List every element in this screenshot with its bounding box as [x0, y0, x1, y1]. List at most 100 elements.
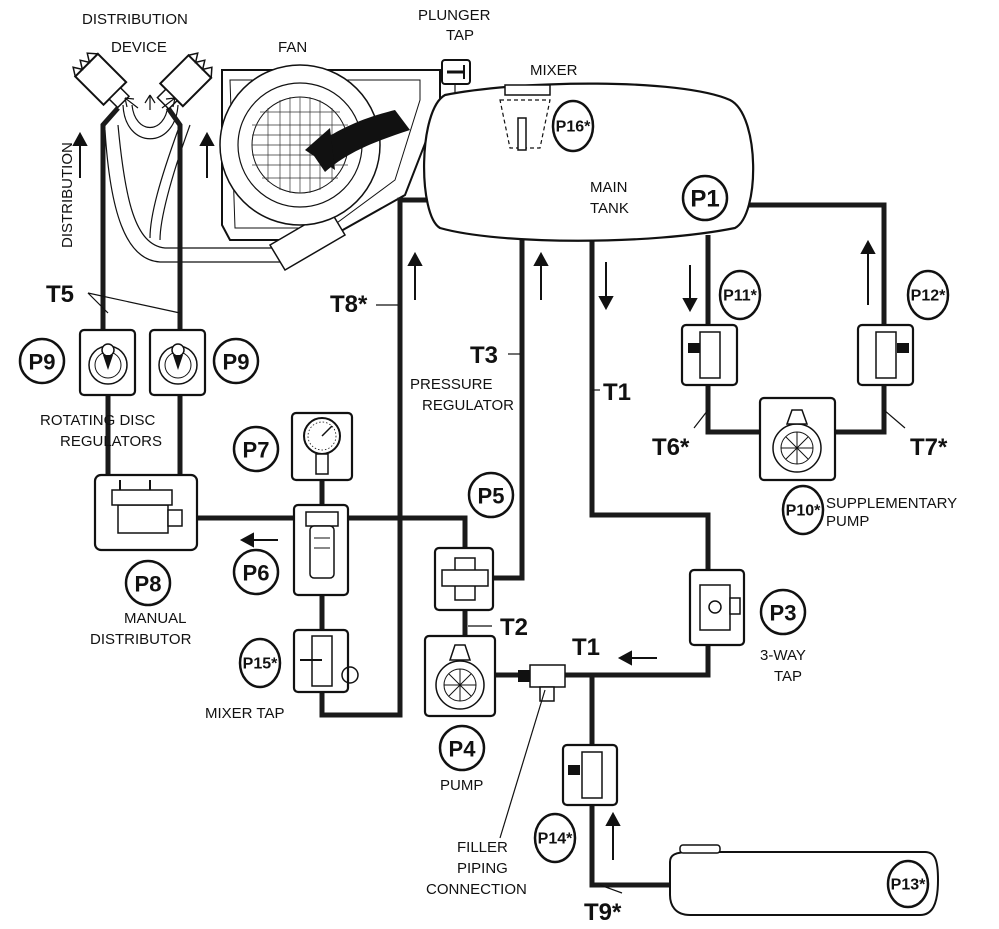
valve-p12: [856, 323, 915, 387]
main-tank: [422, 82, 755, 242]
fan-ducts: [104, 104, 290, 263]
part-p9-right: P9: [212, 337, 260, 385]
pressure-gauge: [290, 411, 354, 482]
arrow-t3-up: [533, 251, 549, 300]
svg-text:P13*: P13*: [891, 877, 926, 894]
pipe-code-t8: T8*: [330, 291, 368, 318]
pipe-code-t6: T6*: [652, 434, 690, 461]
rotating-disc-label-2: REGULATORS: [60, 433, 162, 450]
clean-water-tank: [669, 844, 940, 916]
filler-connection: [518, 664, 566, 702]
svg-text:P4: P4: [449, 737, 477, 762]
pipes: [100, 85, 887, 888]
pipe-code-t1-lower: T1: [572, 634, 600, 661]
supplementary-pump-label-1: SUPPLEMENTARY: [826, 495, 957, 512]
svg-text:P15*: P15*: [243, 656, 278, 673]
filler-label-2: PIPING: [457, 860, 508, 877]
pipe-code-t3: T3: [470, 342, 498, 369]
part-p3: P3: [759, 588, 807, 636]
plunger-tap-label-2: TAP: [446, 27, 474, 44]
arrow-t1-down: [598, 262, 614, 311]
arrow-t9-up: [605, 811, 621, 860]
rotating-disc-label-1: ROTATING DISC: [40, 412, 155, 429]
svg-text:P8: P8: [135, 572, 162, 597]
pressure-regulator: [433, 546, 495, 612]
svg-text:P9: P9: [29, 350, 56, 375]
part-p16: P16*: [551, 99, 595, 153]
pipe-code-t2: T2: [500, 614, 528, 641]
part-p12: P12*: [906, 269, 950, 321]
supplementary-pump-label-2: PUMP: [826, 513, 869, 530]
svg-text:P11*: P11*: [723, 288, 758, 305]
part-p14: P14*: [533, 812, 577, 864]
part-p13: P13*: [886, 859, 930, 909]
main-tank-label-1: MAIN: [590, 179, 628, 196]
mixer-label: MIXER: [530, 62, 578, 79]
plunger-tap: [441, 59, 471, 85]
arrow-t1-left: [617, 650, 657, 666]
filter: [292, 503, 350, 597]
part-p10: P10*: [781, 484, 825, 536]
part-p11: P11*: [718, 269, 762, 321]
pipe-code-t7: T7*: [910, 434, 948, 461]
svg-text:P12*: P12*: [911, 288, 946, 305]
part-p7: P7: [232, 425, 280, 473]
pipe-code-t1: T1: [603, 379, 631, 406]
distribution-device-label-2: DEVICE: [111, 39, 167, 56]
svg-text:P3: P3: [770, 601, 797, 626]
part-p6: P6: [232, 548, 280, 596]
distribution-device-label-1: DISTRIBUTION: [82, 11, 188, 28]
filler-label-1: FILLER: [457, 839, 508, 856]
valve-p14: [561, 743, 619, 807]
distribution-vertical-label: DISTRIBUTION: [59, 142, 76, 248]
arrow-p12-up: [860, 239, 876, 305]
supplementary-pump: [758, 396, 837, 482]
rotating-disc-regulator-right: [148, 328, 207, 397]
part-p1: P1: [681, 174, 729, 222]
svg-text:P9: P9: [223, 350, 250, 375]
svg-text:P1: P1: [690, 186, 719, 213]
pump-label: PUMP: [440, 777, 483, 794]
arrow-t8-up: [407, 251, 423, 300]
svg-text:P5: P5: [478, 484, 505, 509]
mixer-tap: [292, 628, 359, 694]
arrow-p11-down: [682, 265, 698, 313]
pipe-code-t5: T5: [46, 281, 74, 308]
svg-text:P10*: P10*: [786, 503, 821, 520]
part-p4: P4: [438, 724, 486, 772]
three-way-tap: [688, 568, 746, 647]
main-tank-label-2: TANK: [590, 200, 629, 217]
rotating-disc-regulator-left: [78, 328, 137, 397]
leader-lines: [87, 292, 906, 894]
svg-text:P14*: P14*: [538, 831, 573, 848]
distribution-device: [72, 52, 213, 111]
mixer-tap-label: MIXER TAP: [205, 705, 284, 722]
valve-p11: [680, 323, 739, 387]
part-codes: P1 P16* P11* P12* P9 P9 P7 P5: [18, 99, 950, 909]
arrow-p6-left: [239, 532, 278, 548]
pressure-regulator-label-1: PRESSURE: [410, 376, 493, 393]
manual-distributor-label-2: DISTRIBUTOR: [90, 631, 192, 648]
manual-distributor: [93, 473, 199, 552]
manual-distributor-label-1: MANUAL: [124, 610, 187, 627]
part-p9-left: P9: [18, 337, 66, 385]
part-p15: P15*: [238, 637, 282, 689]
svg-text:P6: P6: [243, 561, 270, 586]
arrow-distribution-left: [72, 131, 88, 178]
arrow-distribution-right: [199, 131, 215, 178]
text-labels: DISTRIBUTION DEVICE FAN PLUNGER TAP MIXE…: [40, 7, 957, 898]
three-way-tap-label-2: TAP: [774, 668, 802, 685]
pressure-regulator-label-2: REGULATOR: [422, 397, 514, 414]
svg-text:P16*: P16*: [556, 119, 591, 136]
pipe-code-t9: T9*: [584, 899, 622, 926]
fan-label: FAN: [278, 39, 307, 56]
filler-label-3: CONNECTION: [426, 881, 527, 898]
part-p8: P8: [124, 559, 172, 607]
svg-text:P7: P7: [243, 438, 270, 463]
three-way-tap-label-1: 3-WAY: [760, 647, 806, 664]
part-p5: P5: [467, 471, 515, 519]
pump: [423, 634, 497, 718]
fan-housing: [219, 64, 441, 272]
pipe-codes: T5 T8* T3 T1 T6* T7* T2 T1 T9*: [46, 281, 948, 926]
